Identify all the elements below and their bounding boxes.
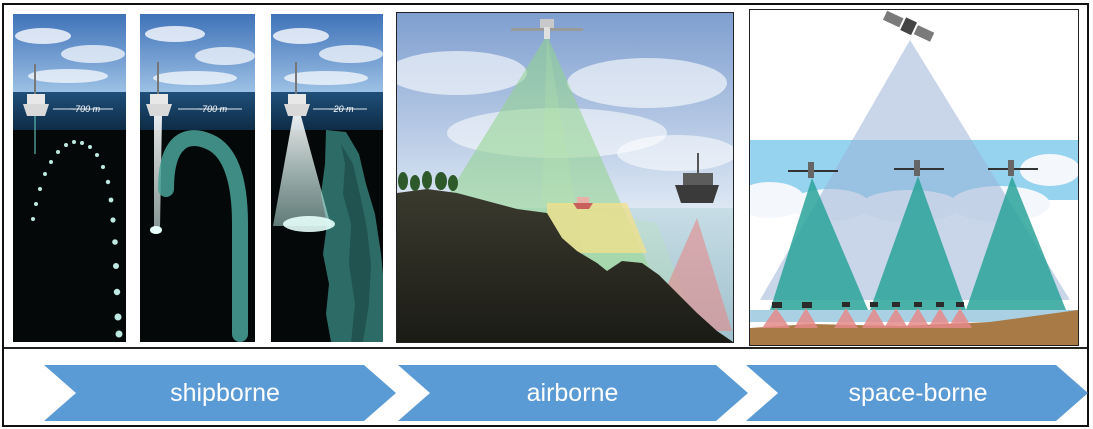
aircraft-beam xyxy=(966,176,1066,310)
vessels xyxy=(772,302,964,308)
spaceborne-panel xyxy=(749,9,1079,346)
stage-label-airborne: airborne xyxy=(526,379,619,407)
satellite-icon xyxy=(882,10,935,42)
aircraft-icon xyxy=(788,162,838,178)
shipborne-panel-1: ~700 m xyxy=(13,14,126,342)
ship-icon xyxy=(146,62,172,116)
sonar-trajectory xyxy=(31,140,123,338)
aircraft-icon xyxy=(511,19,583,39)
divider-line xyxy=(4,347,1087,349)
shipborne-panel-3: ~20 m xyxy=(271,14,383,342)
sonar-swath xyxy=(158,130,248,342)
aircraft-beam xyxy=(770,178,868,310)
depth-label: ~20 m xyxy=(328,104,354,114)
aircraft-icon xyxy=(988,160,1038,176)
stage-label-shipborne: shipborne xyxy=(170,379,280,407)
lidar-beam-green xyxy=(437,35,677,331)
aircraft-beam xyxy=(870,176,966,310)
ship-icon xyxy=(675,153,719,203)
stage-arrow-spaceborne xyxy=(746,365,1088,421)
trees xyxy=(398,171,458,191)
stage-arrow-airborne xyxy=(398,365,748,421)
aircraft-icon xyxy=(894,160,944,176)
deep-water xyxy=(13,130,126,342)
boat-icon xyxy=(573,197,593,209)
sonar-beams-red xyxy=(762,308,972,328)
depth-label: ~700 m xyxy=(70,104,101,114)
depth-label: ~700 m xyxy=(197,104,228,114)
sonar-beam xyxy=(273,116,331,226)
airborne-panel xyxy=(396,12,734,343)
stage-arrow-shipborne xyxy=(44,365,396,421)
coastline-terrain xyxy=(397,189,733,342)
sonar-beam xyxy=(154,116,162,228)
stage-label-spaceborne: space-borne xyxy=(848,379,988,407)
lidar-beam-yellow xyxy=(547,203,647,253)
ship-icon xyxy=(23,64,49,116)
ship-icon xyxy=(284,62,310,116)
shipborne-panel-2: ~700 m xyxy=(140,14,255,342)
